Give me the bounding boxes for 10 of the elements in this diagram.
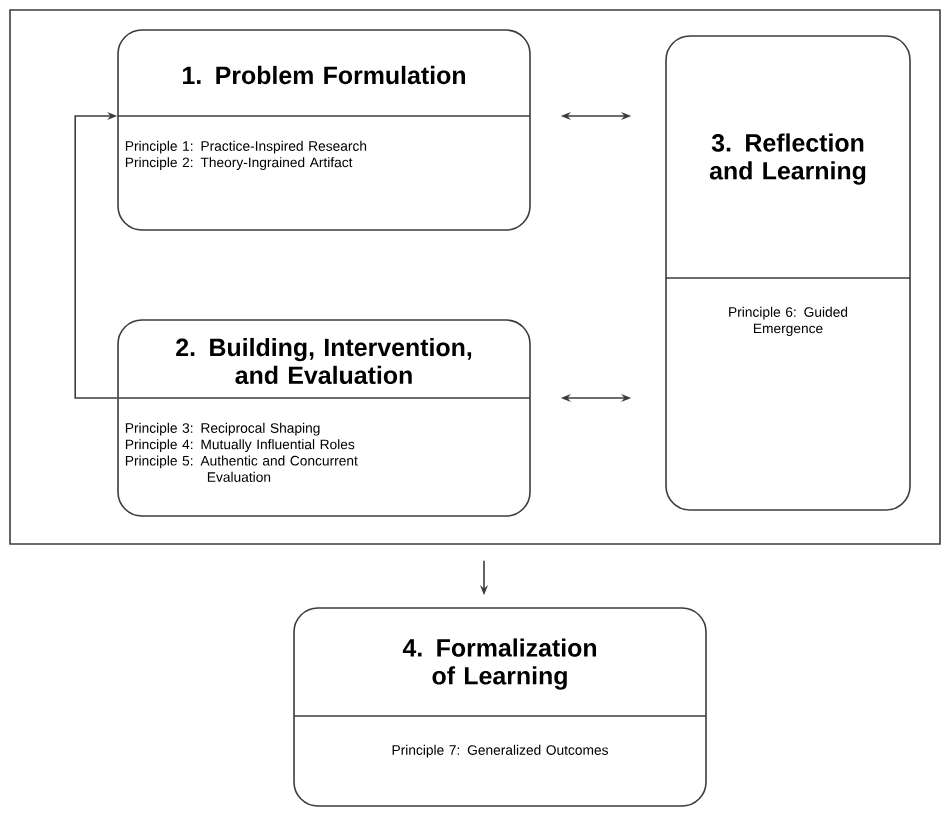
stage-box — [117, 29, 531, 231]
stage-box — [293, 607, 707, 807]
stage-heading: 4. Formalization of Learning — [402, 638, 596, 690]
stage-heading: 2. Building, Intervention, and Evaluation — [176, 337, 472, 385]
frame — [9, 9, 941, 545]
stage-box — [117, 319, 531, 517]
arrow — [74, 111, 118, 399]
stage-box — [665, 35, 911, 511]
stage-heading: 1. Problem Formulation — [183, 65, 465, 85]
stage-heading: 3. Reflection and Learning — [709, 133, 866, 185]
